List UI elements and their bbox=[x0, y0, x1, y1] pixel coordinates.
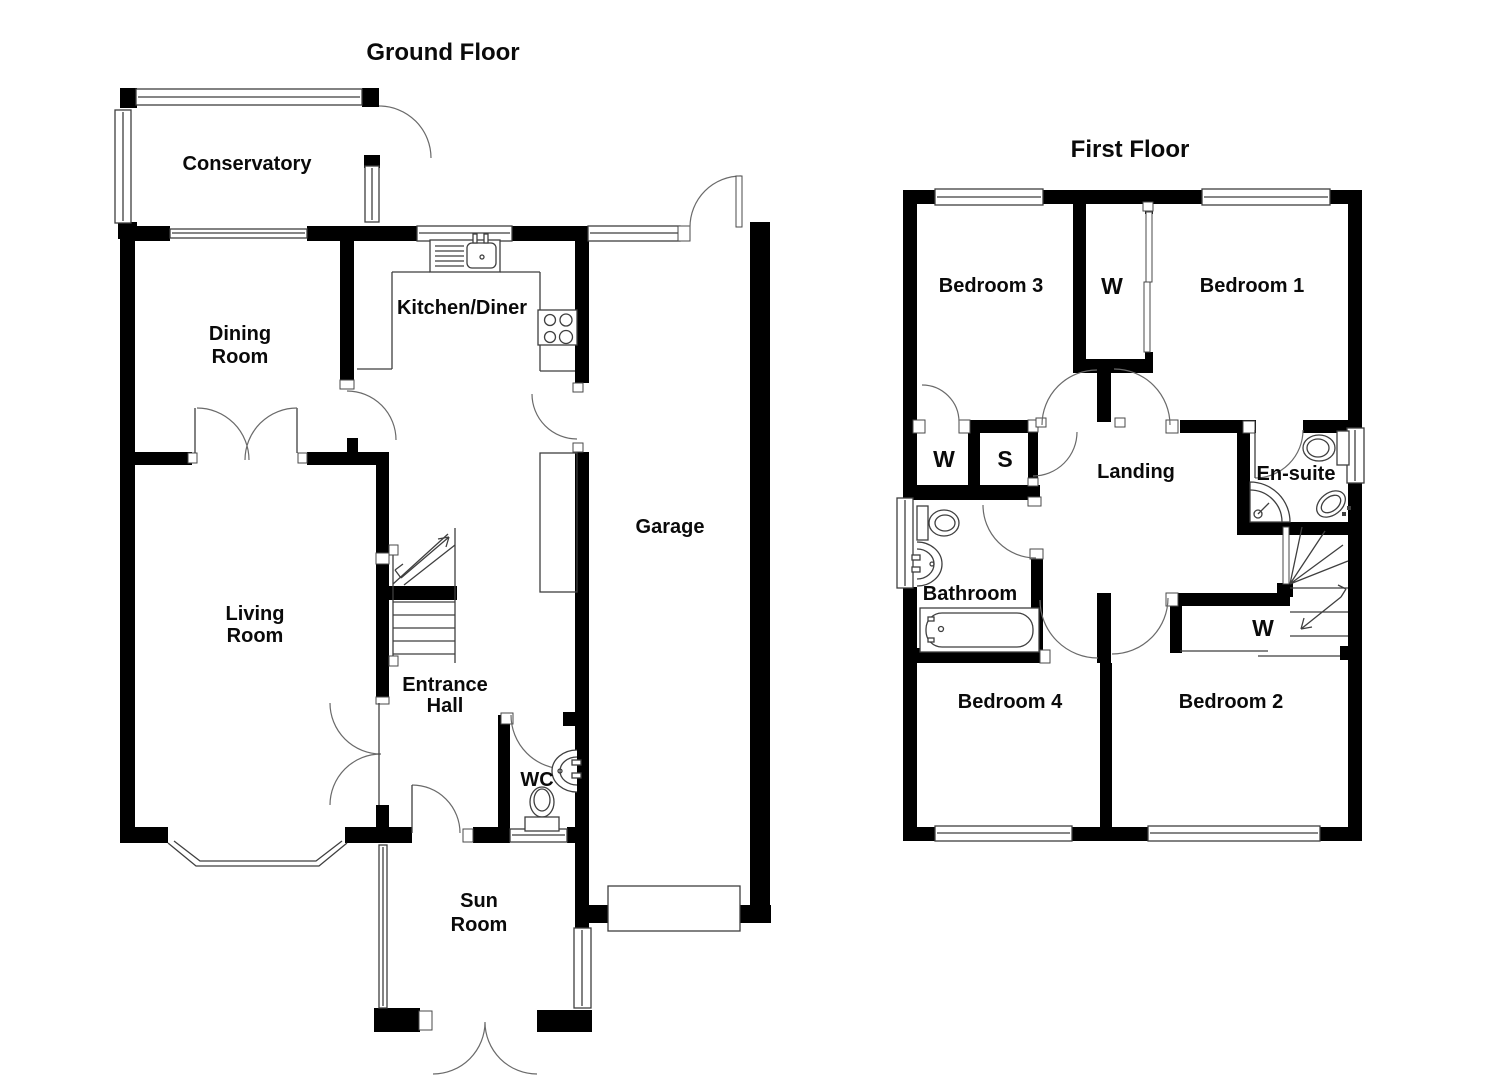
floor-title-first: First Floor bbox=[1071, 136, 1190, 163]
label-dining-2: Room bbox=[212, 346, 269, 368]
garage-back-door-arc bbox=[689, 175, 742, 228]
dining-door-arc bbox=[346, 390, 397, 441]
label-bedroom4: Bedroom 4 bbox=[958, 691, 1063, 713]
wardrobe-top-door-panel-1 bbox=[1145, 211, 1153, 283]
label-dining-1: Dining bbox=[209, 323, 271, 345]
ensuite-fixtures bbox=[1249, 430, 1351, 523]
first-door-jambs bbox=[912, 201, 1256, 664]
bathroom-fixtures bbox=[911, 505, 1040, 653]
label-hall-2: Hall bbox=[427, 695, 464, 717]
label-conservatory: Conservatory bbox=[183, 153, 313, 175]
label-kitchen: Kitchen/Diner bbox=[397, 297, 527, 319]
first-stairs-icon bbox=[1180, 526, 1349, 657]
garage-back-door-leaf bbox=[735, 175, 743, 228]
first-floor-plan: First Floor Bedroom 3 W Bedroom 1 W S La… bbox=[896, 136, 1365, 842]
garage-door bbox=[607, 885, 741, 932]
label-bedroom2: Bedroom 2 bbox=[1179, 691, 1283, 713]
wardrobe-left-door-arc bbox=[921, 384, 960, 423]
label-living-1: Living bbox=[226, 603, 285, 625]
understair-line bbox=[1180, 650, 1340, 657]
kitchen-garage-door-arc bbox=[531, 393, 578, 440]
ensuite-toilet-icon bbox=[1336, 430, 1350, 466]
label-sun-2: Room bbox=[451, 914, 508, 936]
stove-icon bbox=[537, 309, 578, 346]
label-bedroom1: Bedroom 1 bbox=[1200, 275, 1304, 297]
wc-fixtures bbox=[524, 749, 582, 832]
bedroom3-door-arc bbox=[1041, 369, 1098, 426]
bathroom-toilet-icon bbox=[916, 505, 929, 541]
ensuite-door-arc bbox=[1254, 429, 1304, 479]
sunroom-double-door-arcs bbox=[432, 1021, 538, 1075]
conservatory-door-arc bbox=[378, 105, 432, 159]
ensuite-basin-icon bbox=[1316, 490, 1346, 518]
bedroom1-door-arc bbox=[1113, 368, 1171, 426]
label-wc: WC bbox=[520, 769, 553, 791]
stairs-down-arrow bbox=[1300, 584, 1347, 630]
front-door-arc bbox=[411, 784, 461, 834]
ground-windows bbox=[114, 88, 681, 1009]
stairs-up-arrow bbox=[394, 536, 450, 579]
ground-doors bbox=[194, 105, 743, 1075]
ground-stairs-icon bbox=[388, 528, 456, 667]
bedroom4-door-arc bbox=[1039, 599, 1099, 659]
bay-window bbox=[167, 840, 348, 867]
store-door-arc bbox=[1032, 431, 1078, 477]
bathroom-door-arc bbox=[982, 504, 1037, 559]
dining-double-door-arcs bbox=[196, 407, 298, 461]
label-landing: Landing bbox=[1097, 461, 1175, 483]
label-bathroom: Bathroom bbox=[923, 583, 1017, 605]
bathtub-icon bbox=[919, 607, 1040, 653]
label-wardrobe-stairs: W bbox=[1252, 615, 1274, 641]
kitchen-fittings bbox=[357, 233, 578, 593]
label-wardrobe-top: W bbox=[1101, 273, 1123, 299]
label-wardrobe-left: W bbox=[933, 446, 955, 472]
label-hall-1: Entrance bbox=[402, 674, 488, 696]
floor-title-ground: Ground Floor bbox=[366, 39, 519, 66]
label-garage: Garage bbox=[636, 516, 705, 538]
shower-icon bbox=[1249, 481, 1291, 523]
label-living-2: Room bbox=[227, 625, 284, 647]
label-store: S bbox=[997, 446, 1012, 472]
ground-door-jambs bbox=[187, 225, 691, 1031]
wc-sink-icon bbox=[551, 749, 578, 793]
first-doors bbox=[921, 211, 1304, 659]
label-ensuite: En-suite bbox=[1257, 463, 1336, 485]
living-double-door-arcs bbox=[329, 702, 382, 806]
label-bedroom3: Bedroom 3 bbox=[939, 275, 1043, 297]
label-sun-1: Sun bbox=[460, 890, 498, 912]
ground-floor-plan: Ground Floor Conservatory Dining Room Ki… bbox=[114, 39, 771, 1075]
first-windows bbox=[896, 188, 1365, 842]
wardrobe-top-door-panel-2 bbox=[1143, 281, 1151, 353]
kitchen-counter bbox=[357, 271, 575, 372]
dining-double-door-leaves bbox=[194, 408, 298, 453]
bedroom2-door-arc bbox=[1111, 597, 1169, 655]
